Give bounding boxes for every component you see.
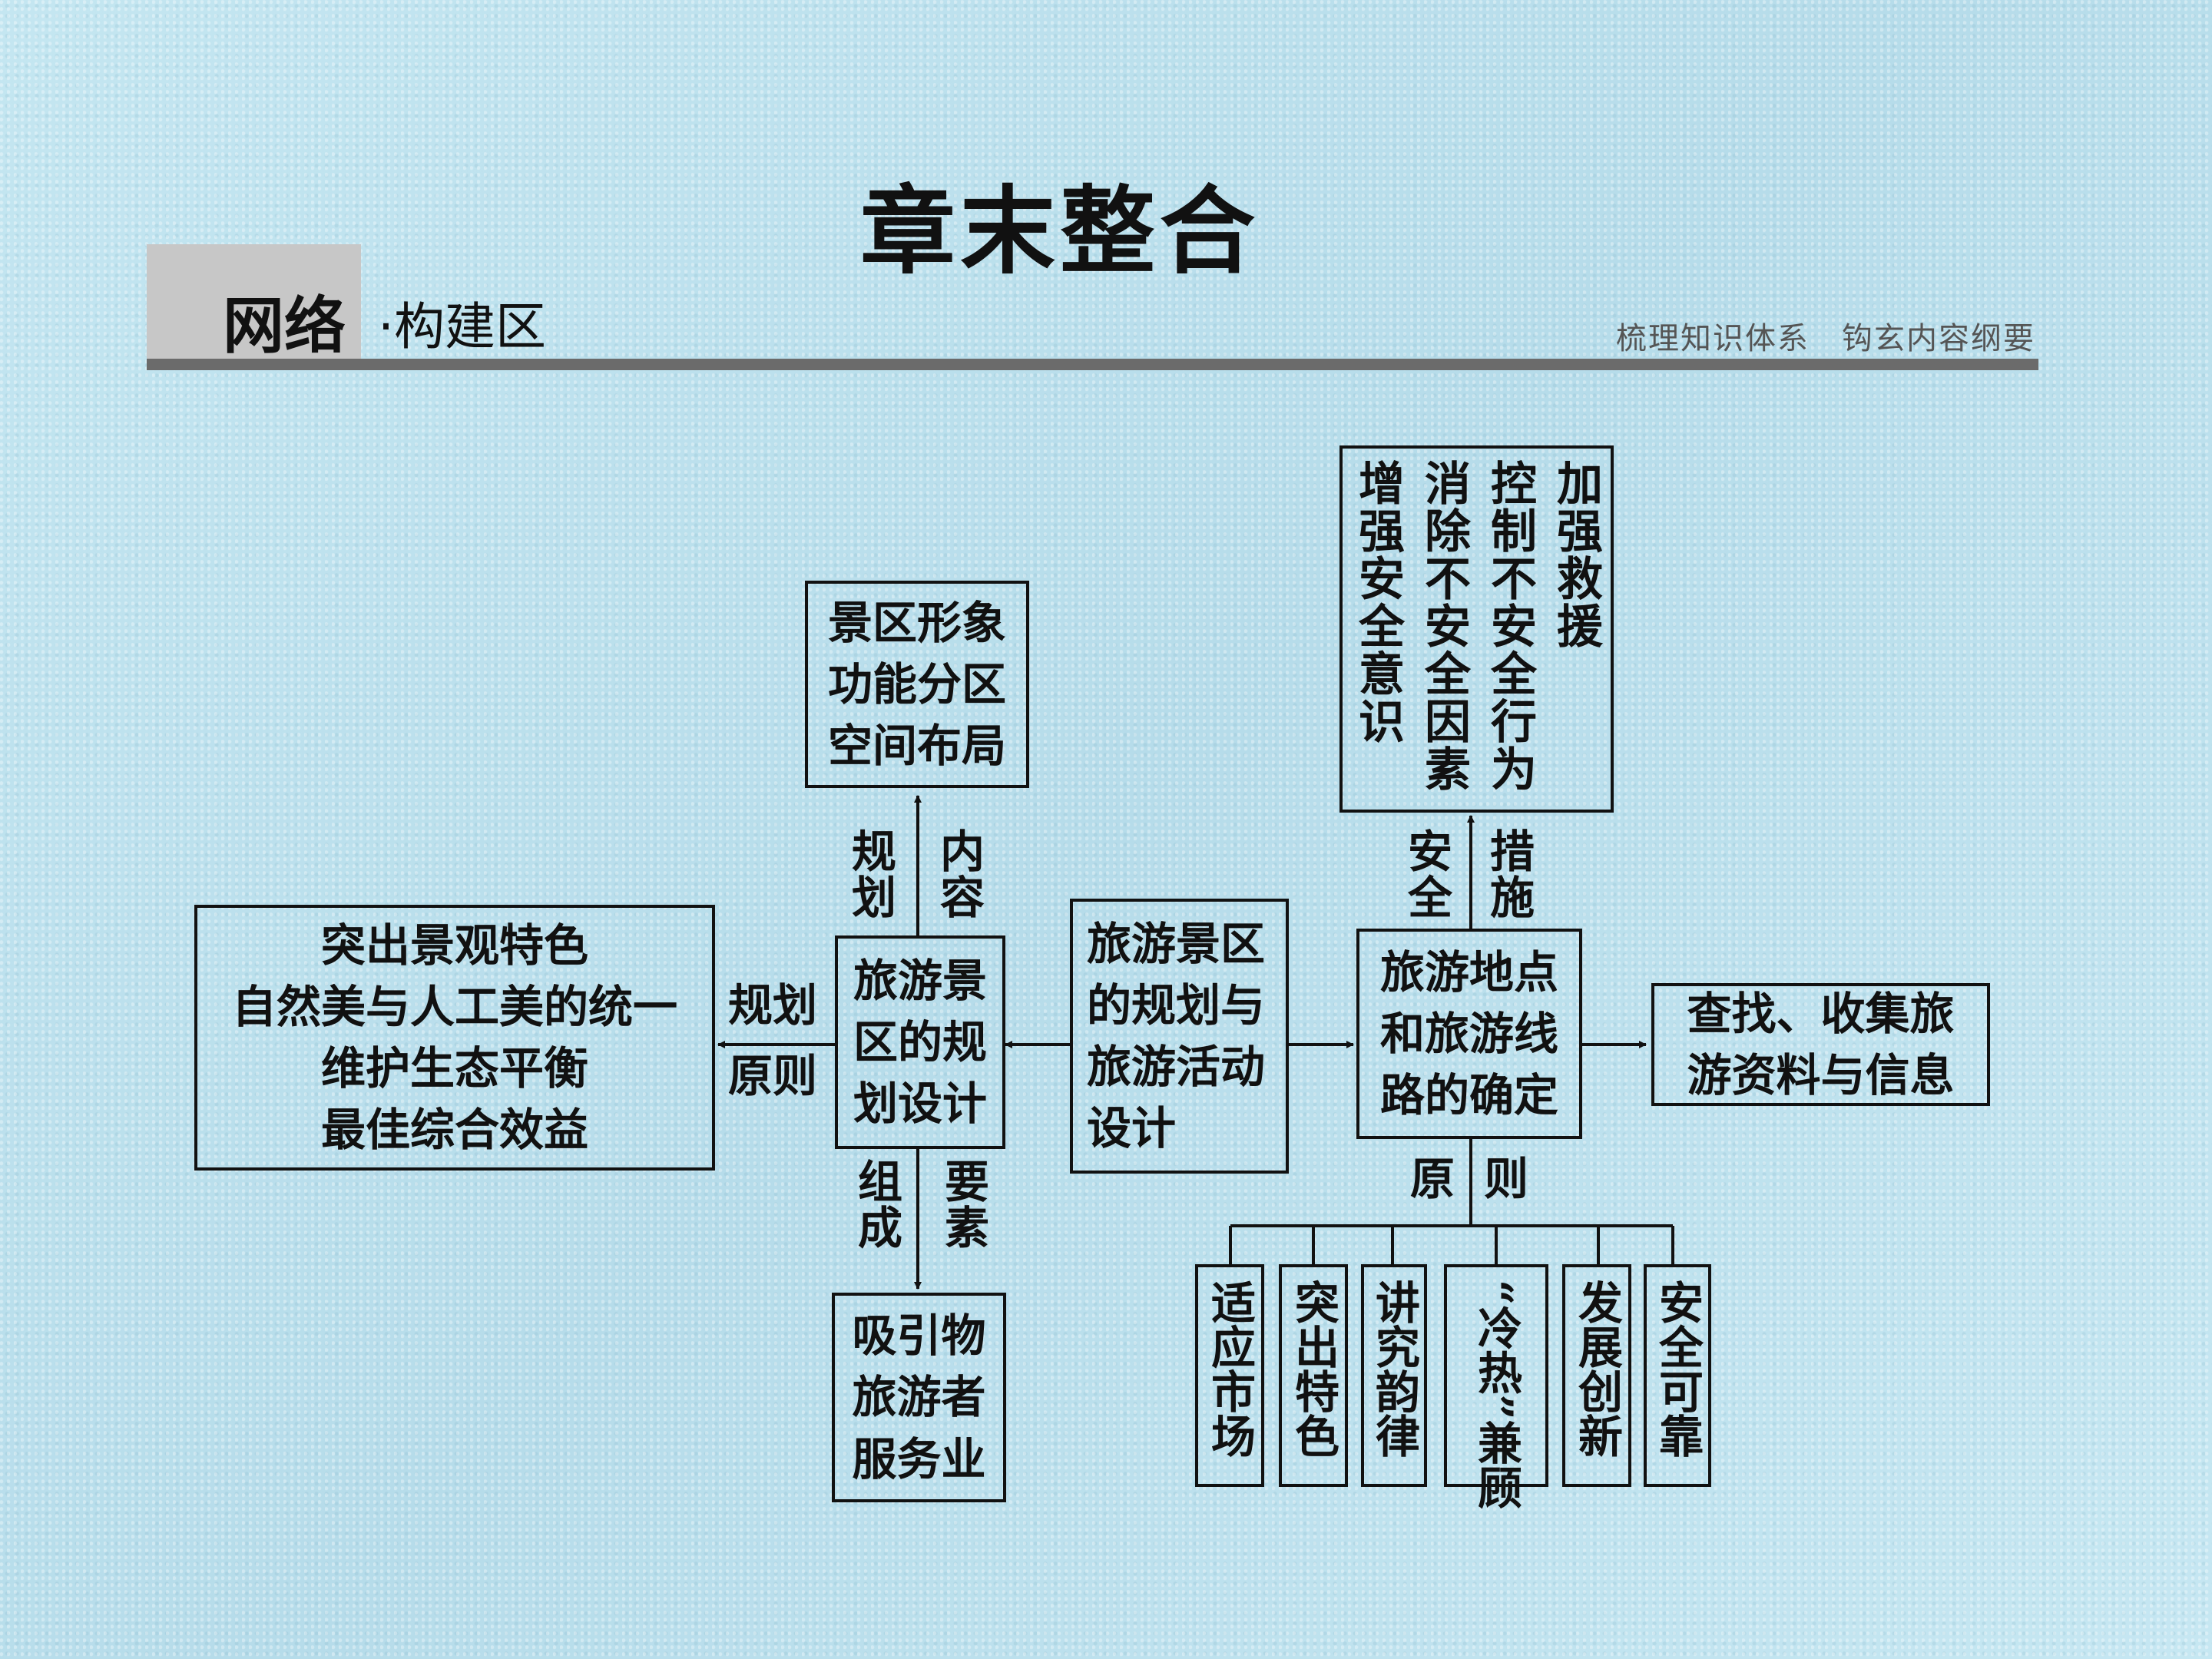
principle-item-6: 安全可靠	[1644, 1264, 1711, 1487]
center-box: 旅游景区 的规划与 旅游活动 设计	[1070, 899, 1289, 1174]
principle-item-3: 讲究韵律	[1361, 1264, 1427, 1487]
section-title: 网络	[223, 290, 346, 362]
label-principle: 原	[1410, 1153, 1455, 1205]
label-elements: 要素	[937, 1158, 989, 1250]
principle-item-5: 发展创新	[1562, 1264, 1631, 1487]
safety-measures-box: 加强救援 控制不安全行为 消除不安全因素 增强安全意识	[1339, 445, 1614, 813]
header-divider	[147, 359, 2038, 370]
section-subtitle: ·构建区	[378, 297, 546, 356]
planning-principles-box: 突出景观特色 自然美与人工美的统一 维护生态平衡 最佳综合效益	[194, 905, 715, 1171]
location-route-box: 旅游地点 和旅游线 路的确定	[1356, 929, 1582, 1139]
safety-col-2: 控制不安全行为	[1482, 459, 1537, 793]
safety-col-4: 增强安全意识	[1350, 459, 1405, 745]
label-safety: 安全	[1400, 828, 1452, 920]
principle-item-4: “冷热”兼顾	[1444, 1264, 1548, 1509]
label-plan-principle-2: 原则	[728, 1050, 818, 1102]
planning-content-box: 景区形象 功能分区 空间布局	[805, 581, 1029, 788]
safety-col-3: 消除不安全因素	[1416, 459, 1471, 793]
principle-item-1: 适应市场	[1195, 1264, 1264, 1487]
label-compose: 组成	[850, 1158, 902, 1250]
label-plan-principle-1: 规划	[728, 979, 818, 1031]
info-collection-box: 查找、收集旅 游资料与信息	[1651, 983, 1990, 1106]
elements-box: 吸引物 旅游者 服务业	[832, 1293, 1006, 1502]
label-rule: 则	[1484, 1153, 1529, 1205]
page-title: 章末整合	[859, 177, 1260, 287]
safety-col-1: 加强救援	[1548, 459, 1603, 650]
section-tagline: 梳理知识体系 钩玄内容纲要	[1616, 321, 2035, 356]
planning-design-box: 旅游景 区的规 划设计	[835, 935, 1005, 1149]
label-plan: 规划	[844, 828, 896, 920]
section-header-block	[147, 244, 361, 359]
principle-item-2: 突出特色	[1279, 1264, 1348, 1487]
label-content: 内容	[932, 828, 985, 920]
label-measures: 措施	[1482, 828, 1535, 920]
